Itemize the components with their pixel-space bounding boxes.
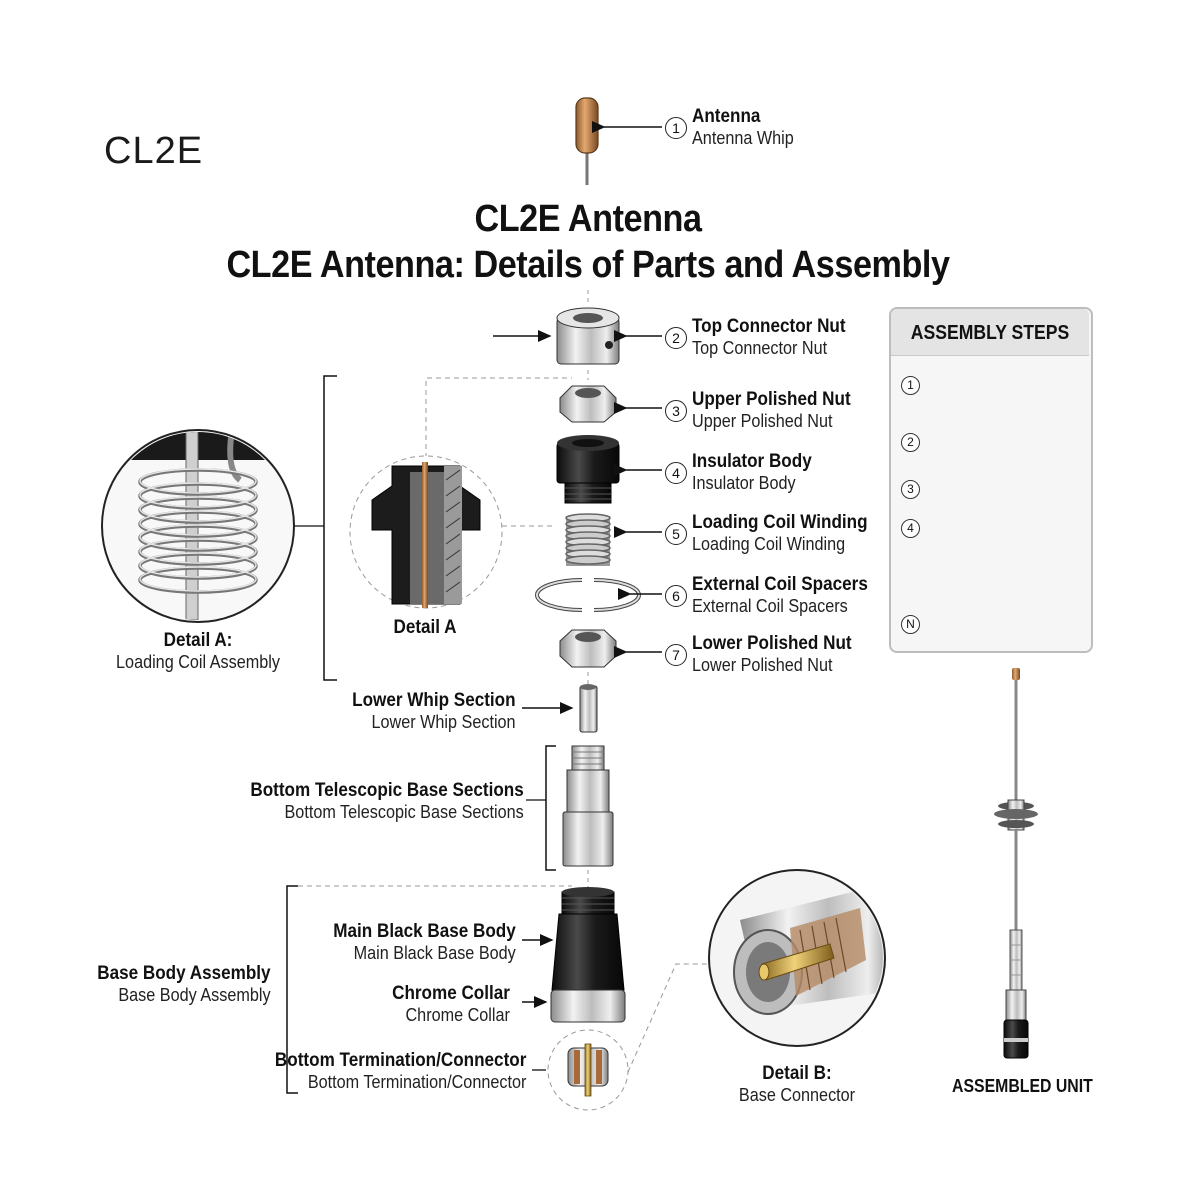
assembled-unit-drawing <box>994 668 1038 1059</box>
insulator-body <box>556 435 662 504</box>
lower-polished-nut <box>559 629 662 668</box>
assembly-steps-panel <box>889 307 1093 653</box>
detail-a-coil-magnified <box>101 429 295 623</box>
title-line1: CL2E Antenna <box>474 198 702 240</box>
callout-number-4: 4 <box>665 462 687 484</box>
title-line2: CL2E Antenna: Details of Parts and Assem… <box>226 244 950 286</box>
main-black-base-body <box>522 887 625 991</box>
loading-coil-winding <box>565 513 662 566</box>
callout-number-7: 7 <box>665 644 687 666</box>
detail-a-insulator-cutaway <box>349 377 572 609</box>
top-connector-nut <box>493 307 662 365</box>
assembly-step-1: 1 <box>901 376 920 395</box>
detail-a-left-label: Detail A:Loading Coil Assembly <box>116 630 280 672</box>
detail-b-label: Detail B:Base Connector <box>738 1063 856 1105</box>
callout-number-2: 2 <box>665 327 687 349</box>
upper-polished-nut <box>559 385 662 423</box>
assembly-step-N: N <box>901 615 920 634</box>
assembly-steps-title: ASSEMBLY STEPS <box>891 309 1089 356</box>
base-assembly-bracket <box>286 885 572 1094</box>
antenna-whip-tip <box>575 97 662 185</box>
bottom-termination-connector <box>532 1029 629 1111</box>
lower-whip-section <box>522 684 598 733</box>
callout-number-5: 5 <box>665 523 687 545</box>
callout-number-3: 3 <box>665 400 687 422</box>
assembly-step-3: 3 <box>901 480 920 499</box>
callout-number-6: 6 <box>665 585 687 607</box>
callout-number-1: 1 <box>665 117 687 139</box>
assembly-step-2: 2 <box>901 433 920 452</box>
detail-b-connector-magnified <box>627 869 886 1073</box>
brand-logo: CL2E <box>104 130 204 172</box>
chrome-collar <box>522 989 626 1023</box>
external-coil-spacers <box>535 578 662 612</box>
telescopic-base-sections <box>526 745 614 871</box>
assembly-step-4: 4 <box>901 519 920 538</box>
detail-a-mid-label: Detail A <box>393 617 457 638</box>
assembled-unit-label: ASSEMBLED UNIT <box>952 1076 1093 1096</box>
